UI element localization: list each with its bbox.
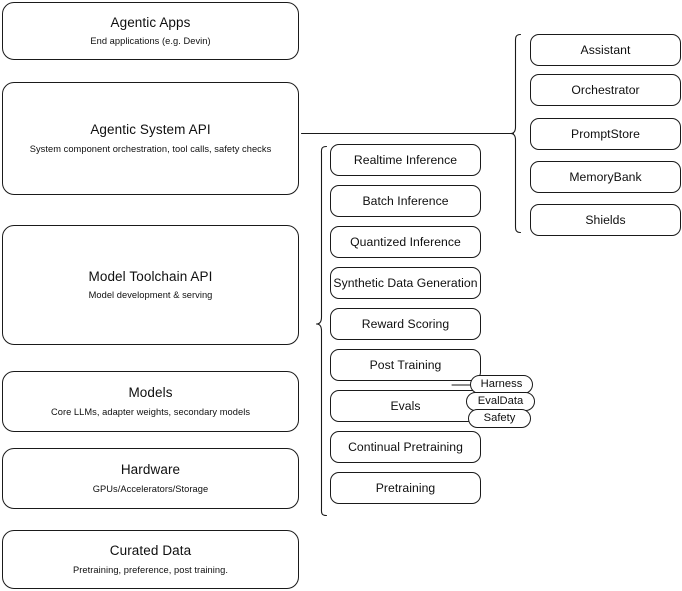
layer-title: Agentic System API [90, 122, 211, 138]
layer-model-toolchain-api[interactable]: Model Toolchain API Model development & … [2, 225, 299, 345]
capability-label: Continual Pretraining [348, 439, 463, 454]
capability-reward-scoring[interactable]: Reward Scoring [330, 308, 481, 340]
capability-continual-pretraining[interactable]: Continual Pretraining [330, 431, 481, 463]
badge-label: EvalData [477, 394, 524, 407]
layer-title: Agentic Apps [110, 14, 191, 30]
capability-label: Synthetic Data Generation [333, 275, 478, 290]
layer-subtitle: GPUs/Accelerators/Storage [92, 483, 209, 494]
component-shields[interactable]: Shields [530, 204, 681, 236]
capability-label: Batch Inference [362, 193, 449, 208]
capability-quantized-inference[interactable]: Quantized Inference [330, 226, 481, 258]
capability-realtime-inference[interactable]: Realtime Inference [330, 144, 481, 176]
capability-label: Quantized Inference [350, 234, 461, 249]
component-label: Assistant [580, 42, 631, 57]
component-label: MemoryBank [569, 169, 642, 184]
capability-batch-inference[interactable]: Batch Inference [330, 185, 481, 217]
layer-subtitle: Core LLMs, adapter weights, secondary mo… [50, 406, 251, 417]
layer-title: Hardware [120, 462, 181, 478]
layer-models[interactable]: Models Core LLMs, adapter weights, secon… [2, 371, 299, 432]
layer-subtitle: Model development & serving [88, 290, 213, 301]
layer-subtitle: End applications (e.g. Devin) [90, 36, 211, 47]
component-label: Shields [585, 212, 626, 227]
capability-evals[interactable]: Evals [330, 390, 481, 422]
component-label: Orchestrator [571, 82, 640, 97]
layer-title: Models [128, 385, 173, 401]
capability-pretraining[interactable]: Pretraining [330, 472, 481, 504]
layer-agentic-apps[interactable]: Agentic Apps End applications (e.g. Devi… [2, 2, 299, 60]
capability-label: Realtime Inference [353, 152, 458, 167]
badge-label: Harness [480, 377, 523, 390]
badge-safety[interactable]: Safety [468, 409, 531, 428]
capability-label: Post Training [369, 357, 442, 372]
brace-system-components [509, 33, 522, 234]
capability-label: Pretraining [375, 480, 436, 495]
capability-synthetic-data-generation[interactable]: Synthetic Data Generation [330, 267, 481, 299]
component-memorybank[interactable]: MemoryBank [530, 161, 681, 193]
badge-label: Safety [483, 411, 516, 424]
layer-curated-data[interactable]: Curated Data Pretraining, preference, po… [2, 530, 299, 589]
layer-title: Curated Data [109, 543, 192, 559]
layer-agentic-system-api[interactable]: Agentic System API System component orch… [2, 82, 299, 195]
layer-subtitle: System component orchestration, tool cal… [29, 143, 272, 154]
component-promptstore[interactable]: PromptStore [530, 118, 681, 150]
layer-hardware[interactable]: Hardware GPUs/Accelerators/Storage [2, 448, 299, 509]
layer-title: Model Toolchain API [88, 268, 213, 284]
component-label: PromptStore [571, 126, 640, 141]
component-orchestrator[interactable]: Orchestrator [530, 74, 681, 106]
component-assistant[interactable]: Assistant [530, 34, 681, 66]
capability-post-training[interactable]: Post Training [330, 349, 481, 381]
capability-label: Reward Scoring [361, 316, 450, 331]
capability-label: Evals [390, 398, 421, 413]
layer-subtitle: Pretraining, preference, post training. [73, 564, 228, 575]
brace-toolchain-capabilities [315, 145, 328, 517]
